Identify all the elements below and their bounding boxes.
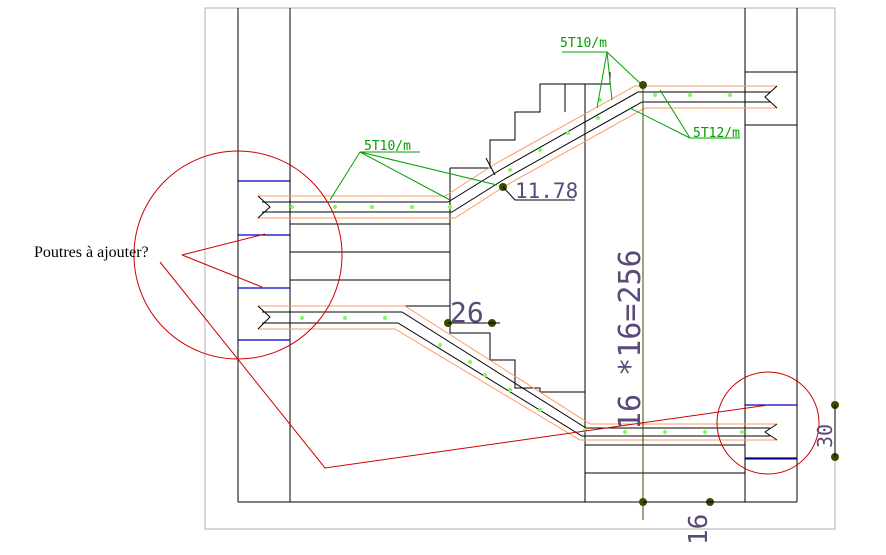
bottom-dim-label: 16 (684, 514, 714, 545)
sheet-frame (204, 7, 836, 530)
annotation-marks (133, 150, 820, 475)
rebar-label-left: 5T10/m (364, 139, 411, 154)
riser-label: 26 (450, 296, 484, 329)
rebar-label-right: 5T12/m (693, 126, 740, 141)
lower-slab (257, 305, 778, 441)
vertical-formula-label: 16 *16=256 (613, 249, 648, 430)
structure-outlines (237, 8, 798, 503)
thickness-label: 30 (813, 424, 837, 448)
rebar-dots (290, 93, 744, 434)
level-leader (448, 157, 836, 503)
rebar-label-top: 5T10/m (560, 36, 607, 51)
level-label: 11.78 (515, 179, 578, 203)
beam-marks (238, 180, 797, 459)
rebar-leaders (329, 51, 740, 201)
beams-question-label: Poutres à ajouter? (34, 244, 149, 261)
